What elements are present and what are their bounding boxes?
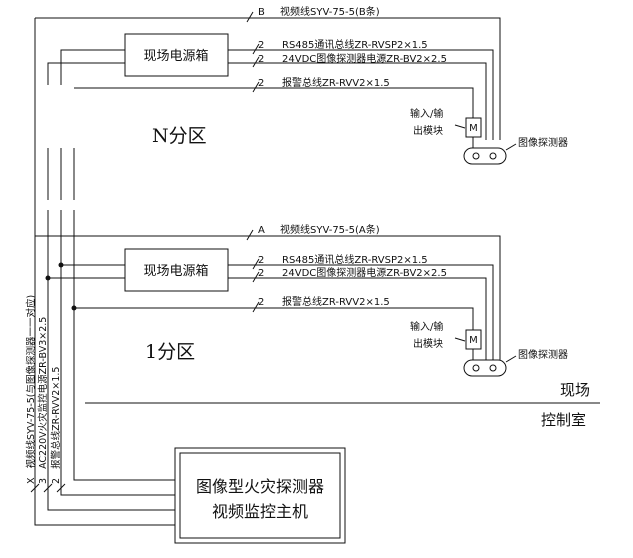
host-inner-box bbox=[179, 452, 341, 539]
zone-n-rs485-cable: RS485通讯总线ZR-RVSP2×1.5 bbox=[282, 38, 428, 51]
zone-n-io-module-line2: 出模块 bbox=[413, 124, 443, 137]
zone-n-alarm-count: 2 bbox=[258, 78, 264, 89]
zone-n-wiring bbox=[35, 11, 501, 200]
zone-n-alarm-cable: 报警总线ZR-RVV2×1.5 bbox=[282, 76, 390, 89]
trunk-alarm-label: 报警总线ZR-RVV2×1.5 bbox=[50, 367, 62, 469]
zone-1-rs485-count: 2 bbox=[258, 255, 264, 266]
zone-1-alarm-cable: 报警总线ZR-RVV2×1.5 bbox=[282, 295, 390, 308]
zone-1-rs485-cable: RS485通讯总线ZR-RVSP2×1.5 bbox=[282, 253, 428, 266]
zone-n-module-mark: M bbox=[469, 123, 478, 134]
zone-1-io-module-line1: 输入/输 bbox=[410, 320, 443, 333]
zone-1-power-cable: 24VDC图像探测器电源ZR-BV2×2.5 bbox=[282, 266, 447, 279]
control-room-label: 控制室 bbox=[541, 411, 586, 429]
zone-n-detector-label: 图像探测器 bbox=[518, 136, 568, 149]
trunk-power-cable: 3 AC220V火灾监控电源ZR-BV3×2.5 bbox=[37, 317, 49, 484]
zone-1-video-tag: A bbox=[258, 225, 265, 236]
zone-n-rs485-count: 2 bbox=[258, 40, 264, 51]
zone-1-detector-label: 图像探测器 bbox=[518, 348, 568, 361]
zone-1-wiring bbox=[35, 229, 501, 360]
trunk-power-label: AC220V火灾监控电源ZR-BV3×2.5 bbox=[37, 317, 49, 469]
trunk-video-label: 视频线SYV-75-5(与图像探测器一一对应) bbox=[25, 295, 37, 469]
zone-1-alarm-count: 2 bbox=[258, 297, 264, 308]
zone-1-power-box-label: 现场电源箱 bbox=[143, 263, 208, 279]
trunk-wiring bbox=[30, 18, 175, 526]
zone-n-detector-symbol bbox=[463, 147, 507, 165]
zone-1-video-cable: 视频线SYV-75-5(A条) bbox=[280, 223, 380, 236]
trunk-alarm-count: 2 bbox=[51, 478, 62, 484]
zone-1-module-mark: M bbox=[469, 335, 478, 346]
zone-n-power-count: 2 bbox=[258, 54, 264, 65]
zone-n-video-cable: 视频线SYV-75-5(B条) bbox=[280, 5, 380, 18]
zone-n-io-module: 输入/输 出模块 M bbox=[410, 107, 482, 148]
zone-1-power-count: 2 bbox=[258, 268, 264, 279]
host-line1: 图像型火灾探测器 bbox=[196, 477, 324, 496]
zone-n-power-box bbox=[124, 33, 229, 77]
zone-1-label: 1分区 bbox=[145, 341, 195, 363]
trunk-power-count: 3 bbox=[38, 478, 49, 484]
trunk-video-count: X bbox=[26, 477, 37, 484]
zone-1-detector: 图像探测器 bbox=[463, 348, 568, 377]
zone-n-label: N分区 bbox=[152, 125, 207, 147]
trunk-video-cable: X 视频线SYV-75-5(与图像探测器一一对应) bbox=[25, 295, 37, 484]
trunk-alarm-cable: 2 报警总线ZR-RVV2×1.5 bbox=[50, 367, 62, 484]
zone-1-detector-symbol bbox=[463, 359, 507, 377]
zone-1-io-module-line2: 出模块 bbox=[413, 337, 443, 350]
zone-n-video-tag: B bbox=[258, 7, 265, 18]
zone-n-io-module-line1: 输入/输 bbox=[410, 107, 443, 120]
zone-1-io-module: 输入/输 出模块 M bbox=[410, 320, 482, 360]
zone-n-power-box-label: 现场电源箱 bbox=[143, 48, 208, 64]
zone-n-detector: 图像探测器 bbox=[463, 136, 568, 165]
zone-n-power-cable: 24VDC图像探测器电源ZR-BV2×2.5 bbox=[282, 52, 447, 65]
zone-1-power-box bbox=[124, 248, 229, 292]
site-label: 现场 bbox=[560, 381, 590, 399]
host-line2: 视频监控主机 bbox=[212, 502, 308, 521]
